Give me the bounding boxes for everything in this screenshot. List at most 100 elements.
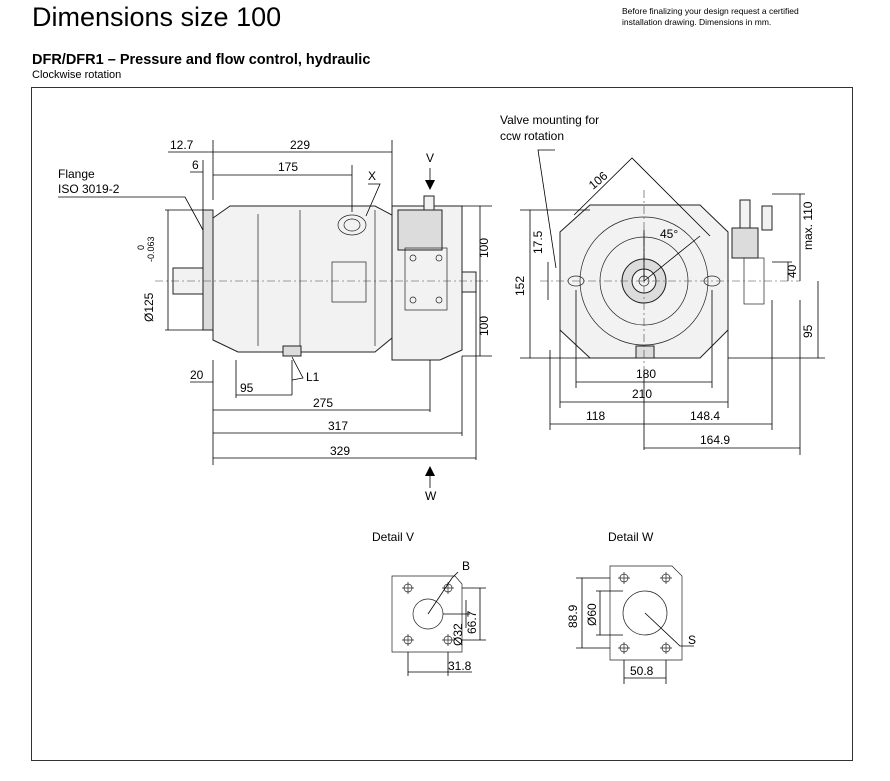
dim-148-4: 148.4 bbox=[690, 409, 720, 423]
x-leader bbox=[365, 183, 381, 217]
valve-adjuster bbox=[423, 195, 435, 211]
bolt-hole bbox=[435, 254, 443, 262]
arrow-v-icon bbox=[425, 180, 435, 190]
dim-line-95-front bbox=[728, 281, 825, 359]
dim-275: 275 bbox=[313, 396, 333, 410]
side-cover-plate bbox=[331, 261, 367, 303]
dim-180: 180 bbox=[636, 367, 656, 381]
page-title: Dimensions size 100 bbox=[32, 2, 282, 32]
dim-line-20 bbox=[190, 360, 214, 465]
label-s: S bbox=[688, 633, 696, 647]
dim-line-118 bbox=[549, 350, 645, 450]
section-subtitle: DFR/DFR1 – Pressure and flow control, hy… bbox=[32, 52, 371, 68]
detail-w-port bbox=[622, 590, 668, 636]
dim-line-275 bbox=[213, 360, 431, 412]
label-l1: L1 bbox=[306, 370, 320, 384]
rotation-label: Clockwise rotation bbox=[32, 69, 122, 81]
tol-neg: -0.063 bbox=[146, 236, 156, 262]
dim-line-60 bbox=[596, 590, 623, 636]
port-flange-b bbox=[404, 247, 448, 311]
dim-329: 329 bbox=[330, 444, 350, 458]
dim-175: 175 bbox=[278, 160, 298, 174]
dim-100-top: 100 bbox=[477, 238, 491, 258]
dim-line-229 bbox=[213, 140, 393, 206]
label-x: X bbox=[368, 169, 376, 183]
dim-line-164-9 bbox=[644, 300, 801, 455]
rear-stub bbox=[461, 271, 477, 293]
dim-line-329 bbox=[213, 292, 477, 460]
dia-125: Ø125 bbox=[142, 292, 156, 322]
side-view: 12.7 229 6 175 Flange ISO 3019-2 X V 0 -… bbox=[58, 138, 492, 503]
label-b: B bbox=[462, 559, 470, 573]
dim-100-bottom: 100 bbox=[477, 316, 491, 336]
dim-line-66-7 bbox=[462, 587, 486, 641]
front-view: Valve mounting for ccw rotation 106 45° … bbox=[500, 113, 825, 455]
dim-20: 20 bbox=[190, 368, 204, 382]
mounting-flange bbox=[202, 209, 214, 331]
dim-line-125 bbox=[165, 209, 203, 331]
dim-line-6 bbox=[190, 160, 204, 210]
dim-line-95 bbox=[235, 360, 293, 398]
dim-line-88-9 bbox=[576, 577, 610, 649]
dim-106: 106 bbox=[586, 168, 611, 192]
arrow-w-icon bbox=[425, 466, 435, 476]
dia-32: Ø32 bbox=[451, 623, 465, 646]
dim-66-7: 66.7 bbox=[465, 610, 479, 634]
front-valve-block bbox=[731, 227, 759, 259]
dim-45: 45° bbox=[660, 227, 678, 241]
dim-118: 118 bbox=[586, 409, 605, 423]
tol-0: 0 bbox=[136, 245, 146, 250]
detail-w-title: Detail W bbox=[608, 530, 654, 544]
dim-152: 152 bbox=[513, 276, 527, 296]
dim-95: 95 bbox=[240, 381, 254, 395]
valve-note-2: ccw rotation bbox=[500, 129, 564, 143]
dim-31-8: 31.8 bbox=[448, 659, 472, 673]
dim-line-317 bbox=[213, 356, 463, 436]
dim-164-9: 164.9 bbox=[700, 433, 730, 447]
flange-label-1: Flange bbox=[58, 167, 95, 181]
detail-w-bolt-holes bbox=[618, 572, 672, 654]
front-drain-port bbox=[635, 345, 655, 359]
flange-leader bbox=[58, 196, 204, 231]
dim-317: 317 bbox=[328, 419, 348, 433]
detail-v: Detail V B 66.7 Ø32 31.8 bbox=[372, 530, 486, 676]
bolt-hole bbox=[435, 296, 443, 304]
dim-line-152 bbox=[520, 209, 590, 359]
dia-60: Ø60 bbox=[585, 603, 599, 626]
front-valve-adjuster-1 bbox=[739, 199, 751, 229]
detail-w-s-leader bbox=[644, 612, 694, 647]
label-v: V bbox=[426, 151, 434, 165]
detail-v-title: Detail V bbox=[372, 530, 414, 544]
drawing-note: Before finalizing your design request a … bbox=[622, 6, 862, 28]
detail-w: Detail W 88.9 Ø60 S 50.8 bbox=[566, 530, 696, 684]
valve-note-1: Valve mounting for bbox=[500, 113, 599, 127]
dim-line-50-8 bbox=[623, 660, 667, 684]
dim-88-9: 88.9 bbox=[566, 604, 580, 628]
dim-6: 6 bbox=[192, 158, 199, 172]
bolt-hole bbox=[409, 254, 417, 262]
dim-line-31-8 bbox=[407, 652, 472, 676]
bolt-hole bbox=[409, 296, 417, 304]
flange-label-2: ISO 3019-2 bbox=[58, 182, 120, 196]
dim-17-5: 17.5 bbox=[531, 230, 545, 254]
housing-ribs bbox=[257, 210, 376, 348]
dim-line-106 bbox=[573, 157, 711, 237]
dim-line-148-4 bbox=[644, 300, 773, 430]
drain-port-l1 bbox=[282, 345, 302, 357]
drawing-note-line-1: Before finalizing your design request a … bbox=[622, 6, 799, 16]
dim-line-175 bbox=[213, 165, 353, 212]
valve-note-leader bbox=[537, 149, 557, 269]
drawing-frame bbox=[31, 87, 853, 761]
drawing-note-line-2: installation drawing. Dimensions in mm. bbox=[622, 17, 772, 27]
l1-leader bbox=[291, 356, 304, 381]
dim-line-32 bbox=[443, 600, 470, 628]
dim-210: 210 bbox=[632, 387, 652, 401]
control-valve bbox=[397, 209, 443, 251]
dim-40: 40 bbox=[785, 264, 799, 278]
dim-line-40 bbox=[772, 261, 792, 281]
dim-line-12-7 bbox=[168, 140, 214, 200]
port-x bbox=[337, 214, 367, 236]
port-x-inner bbox=[343, 218, 361, 232]
detail-w-flange bbox=[609, 565, 683, 661]
